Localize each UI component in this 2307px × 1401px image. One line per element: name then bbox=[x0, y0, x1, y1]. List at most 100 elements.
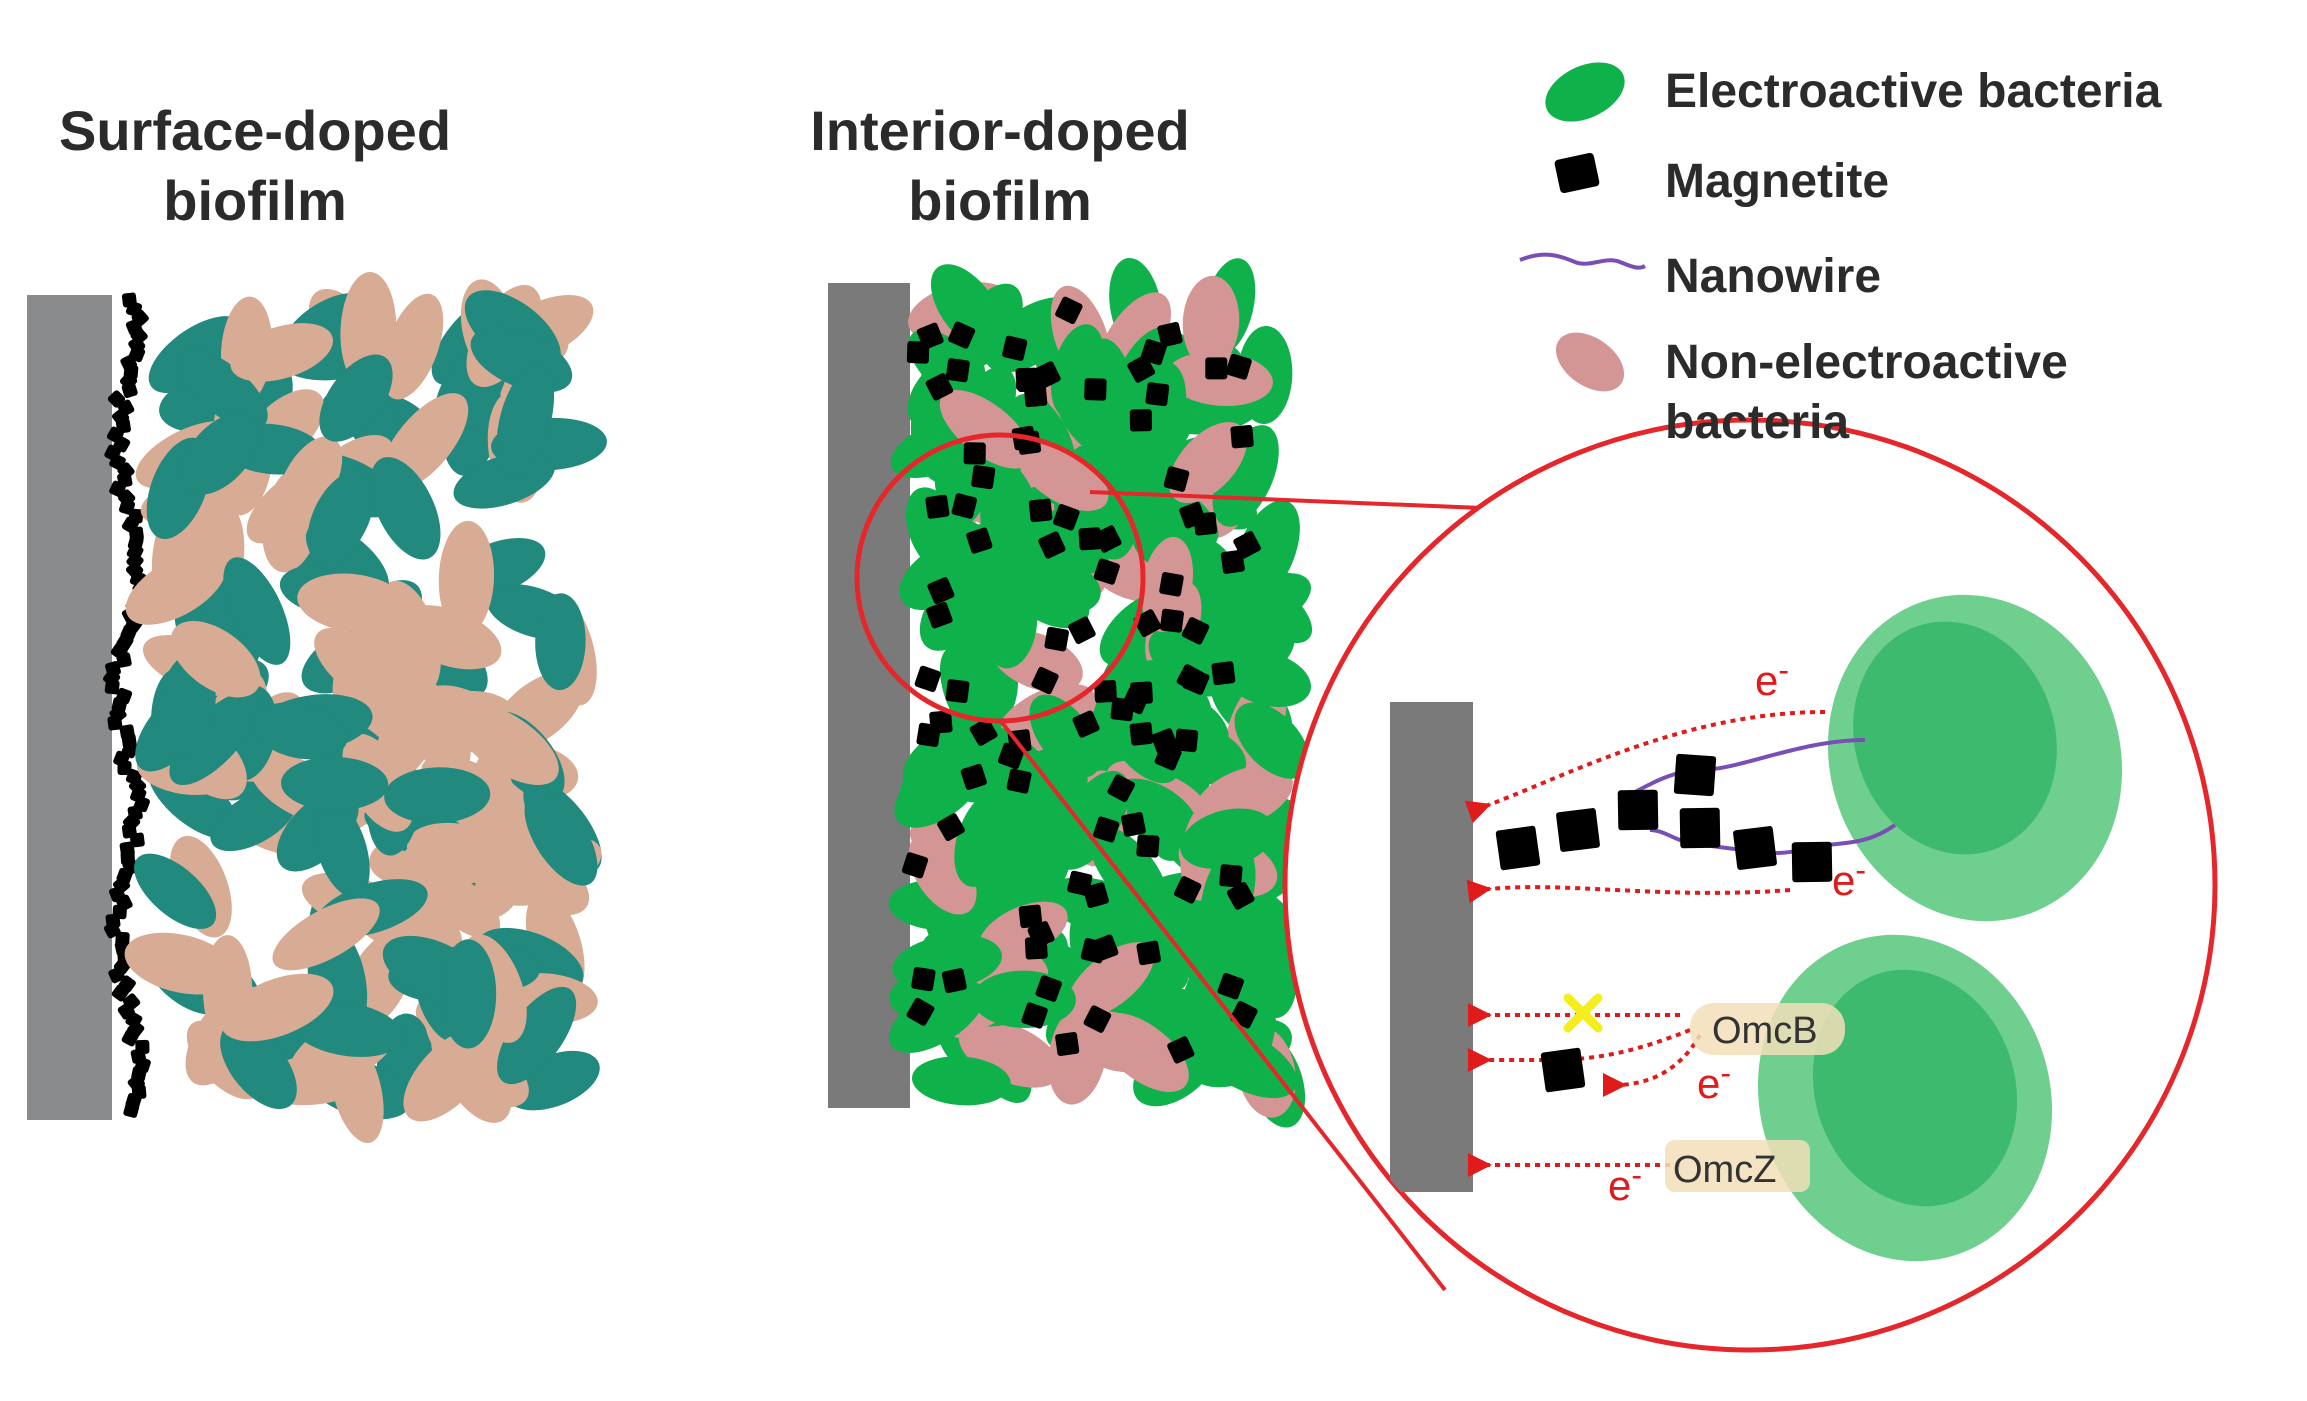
magnetite-particle bbox=[1151, 728, 1178, 755]
upper-cell-inner bbox=[1853, 621, 2057, 855]
magnetite-particle bbox=[1028, 498, 1053, 523]
magnetite-particle bbox=[1127, 355, 1156, 383]
non-electroactive-bacterium bbox=[125, 551, 227, 625]
legend-nonelectroactive-line2: bacteria bbox=[1665, 396, 1850, 449]
magnetite-particle bbox=[1167, 1036, 1195, 1064]
interior-doped-biofilm bbox=[828, 257, 1323, 1128]
magnetite-particle bbox=[1176, 664, 1205, 692]
magnetite-particle bbox=[1093, 816, 1120, 843]
omcb-protein bbox=[1690, 1003, 1845, 1055]
electroactive-bacterium bbox=[370, 457, 441, 560]
magnetite-particle bbox=[1145, 382, 1170, 407]
electroactive-bacterium bbox=[169, 691, 259, 786]
magnetite-particle bbox=[966, 527, 993, 554]
magnetite-particle bbox=[1205, 357, 1228, 380]
magnetite-particle bbox=[1083, 882, 1109, 908]
omcz-label: OmcZ bbox=[1673, 1149, 1776, 1191]
magnetite-particle bbox=[1733, 826, 1777, 870]
magnetite-particle bbox=[945, 679, 970, 704]
magnetite-particle bbox=[1021, 1002, 1048, 1029]
magnetite-particle bbox=[941, 968, 967, 994]
magnetite-particle bbox=[916, 322, 944, 350]
electroactive-bacterium bbox=[905, 487, 966, 575]
magnetite-particle bbox=[1068, 616, 1096, 645]
magnetite-particle bbox=[1121, 812, 1146, 837]
magnetite-particle bbox=[1107, 774, 1136, 803]
non-electroactive-bacterium bbox=[297, 573, 409, 633]
magnetite-particle bbox=[945, 358, 970, 383]
electron-label-4: e- bbox=[1608, 1157, 1642, 1209]
magnetite-particle bbox=[1083, 1005, 1112, 1033]
non-electroactive-bacterium bbox=[1017, 441, 1109, 511]
electron-arrow-2 bbox=[1466, 879, 1791, 904]
electroactive-bacterium bbox=[220, 1022, 297, 1110]
magnetite-particle bbox=[107, 715, 123, 731]
magnetite-particle bbox=[117, 761, 132, 775]
magnetite-particle bbox=[1053, 504, 1080, 531]
magnetite-particle bbox=[121, 382, 138, 398]
magnetite-particle bbox=[1055, 296, 1083, 324]
electron-arrow-blocked bbox=[1468, 1028, 1691, 1072]
electroactive-bacterium bbox=[1054, 770, 1130, 870]
magnetite-particle bbox=[916, 722, 941, 748]
electroactive-bacterium bbox=[911, 1056, 1011, 1106]
magnetite-particle bbox=[1617, 789, 1659, 831]
magnetite-particle bbox=[121, 1029, 139, 1047]
non-electroactive-bacterium bbox=[1066, 942, 1155, 1019]
magnetite-particle bbox=[969, 718, 998, 746]
magnetite-particle bbox=[1018, 904, 1043, 929]
legend-magnetite-icon bbox=[1554, 152, 1600, 194]
magnetite-particle bbox=[1217, 972, 1244, 1000]
surface-doped-title-line1: Surface-doped bbox=[58, 99, 452, 162]
electroactive-bacterium bbox=[954, 788, 1018, 887]
zoom-connector-bottom bbox=[998, 718, 1447, 1292]
magnetite-particle bbox=[1163, 466, 1190, 492]
magnetite-particle bbox=[1673, 753, 1717, 797]
electron-arrow-1 bbox=[1464, 710, 1826, 824]
electroactive-bacterium bbox=[181, 412, 259, 495]
magnetite-particle bbox=[1181, 617, 1210, 645]
magnetite-particle bbox=[1129, 409, 1153, 432]
magnetite-particle bbox=[1179, 501, 1206, 529]
magnetite-particle bbox=[927, 577, 955, 605]
magnetite-particle bbox=[1159, 572, 1184, 597]
non-electroactive-bacterium bbox=[329, 1034, 384, 1144]
surface-magnetite-layer bbox=[102, 292, 151, 1118]
zoom-inset: e- e- e- e- OmcB OmcZ bbox=[854, 417, 2218, 1353]
magnetite-particle bbox=[1226, 882, 1255, 910]
non-electroactive-bacterium bbox=[403, 1028, 493, 1122]
surface-doped-biofilm bbox=[27, 272, 607, 1144]
non-electroactive-bacterium bbox=[417, 685, 513, 754]
magnetite-particle bbox=[1230, 425, 1254, 449]
electroactive-bacterium bbox=[497, 986, 577, 1085]
magnetite-particle bbox=[1035, 975, 1062, 1002]
magnetite-particle bbox=[1027, 921, 1055, 949]
magnetite-particle bbox=[1679, 807, 1721, 849]
magnetite-particle bbox=[971, 465, 996, 490]
legend-nanowire-icon bbox=[1519, 252, 1646, 270]
magnetite-particle bbox=[1219, 864, 1243, 888]
non-electroactive-bacterium bbox=[276, 436, 343, 526]
magnetite-particle bbox=[1160, 608, 1184, 633]
magnetite-particle bbox=[1556, 808, 1600, 852]
zoom-electrode bbox=[1390, 702, 1473, 1192]
magnetite-particle bbox=[116, 652, 132, 668]
magnetite-particle bbox=[1002, 335, 1028, 361]
magnetite-particle bbox=[1129, 722, 1154, 746]
magnetite-particle bbox=[1495, 825, 1541, 871]
magnetite-particle bbox=[925, 494, 950, 519]
electron-arrow-return bbox=[1602, 1034, 1702, 1098]
magnetite-particle bbox=[1006, 768, 1032, 794]
magnetite-particle bbox=[1044, 626, 1069, 652]
omcb-label: OmcB bbox=[1712, 1010, 1818, 1052]
electroactive-bacterium bbox=[178, 349, 268, 430]
non-electroactive-bacterium bbox=[1048, 1004, 1108, 1105]
electroactive-bacterium bbox=[889, 980, 986, 1053]
electroactive-bacterium bbox=[307, 470, 375, 565]
electroactive-bacterium bbox=[1125, 361, 1187, 469]
interior-magnetite-particles bbox=[901, 296, 1261, 1064]
blocked-x-marker bbox=[1563, 993, 1603, 1033]
magnetite-particle bbox=[901, 852, 929, 879]
interior-doped-title-line1: Interior-doped bbox=[810, 99, 1190, 162]
